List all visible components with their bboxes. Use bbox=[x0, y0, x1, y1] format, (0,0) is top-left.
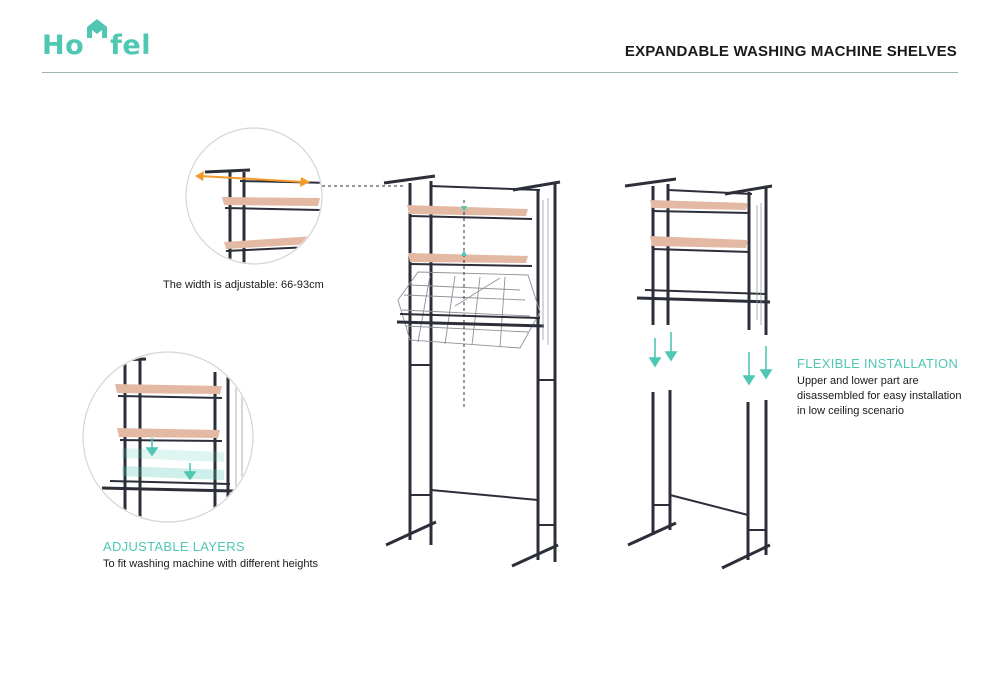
install-down-arrow-icon bbox=[648, 332, 773, 386]
page-title: EXPANDABLE WASHING MACHINE SHELVES bbox=[624, 43, 957, 60]
brand-name-end: fel bbox=[110, 30, 151, 61]
layer-down-arrow-icon bbox=[145, 438, 197, 481]
flexible-text: Upper and lower part are disassembled fo… bbox=[797, 374, 961, 419]
main-shelf-unit bbox=[383, 174, 561, 568]
adjustable-text: To fit washing machine with different he… bbox=[103, 558, 319, 570]
width-detail-circle bbox=[185, 127, 404, 265]
flexible-line: disassembled for easy installation bbox=[797, 390, 962, 402]
brand-name-start: Ho bbox=[42, 30, 85, 61]
flexible-line: in low ceiling scenario bbox=[797, 405, 904, 417]
header-divider bbox=[42, 72, 958, 73]
width-caption: The width is adjustable: 66-93cm bbox=[163, 279, 324, 291]
adjustable-heading: ADJUSTABLE LAYERS bbox=[103, 539, 245, 554]
width-arrow-icon bbox=[199, 175, 305, 183]
flexible-heading: FLEXIBLE INSTALLATION bbox=[797, 356, 959, 371]
split-shelf-unit bbox=[624, 177, 773, 570]
house-m-logo-icon bbox=[85, 19, 109, 54]
layers-detail-circle bbox=[82, 351, 254, 523]
flexible-line: Upper and lower part are bbox=[797, 375, 919, 387]
